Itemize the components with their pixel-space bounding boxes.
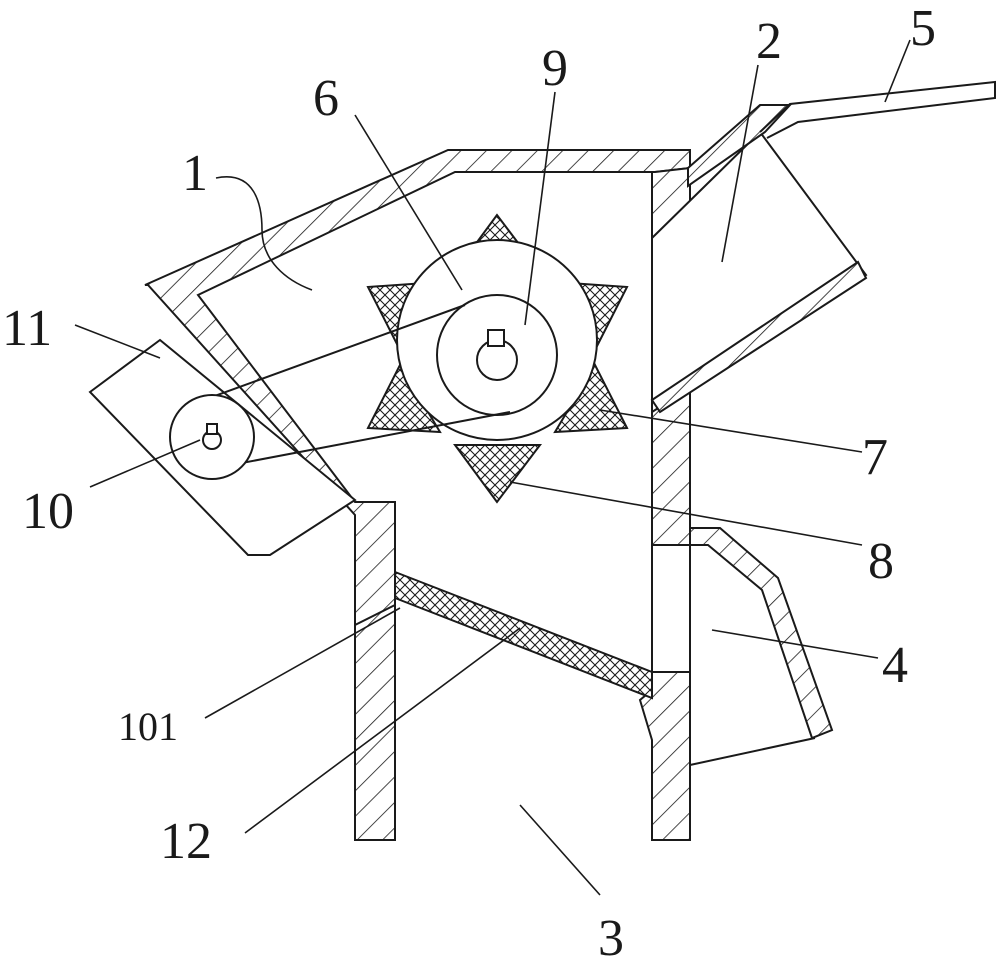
side-duct [651,544,691,673]
screen-plate [394,570,653,700]
leader-lines [74,39,911,896]
shaft-key-small [206,423,218,435]
label-12: 12 [160,813,212,870]
label-4: 4 [882,637,908,694]
screen-support [354,604,396,626]
label-6: 6 [313,70,339,127]
label-9: 9 [542,40,568,97]
drive-belt [189,304,511,471]
feed-plate [759,80,996,139]
label-3: 3 [598,910,624,965]
inlet-chute [651,130,868,414]
left-wall [144,149,691,841]
label-7: 7 [862,429,888,486]
label-8: 8 [868,533,894,590]
label-11: 11 [2,300,52,357]
label-1: 1 [182,145,208,202]
label-2: 2 [756,13,782,70]
label-10: 10 [22,483,74,540]
label-101: 101 [118,704,178,749]
shaft-key-large [487,329,505,347]
side-duct-return [689,737,816,766]
inlet-chute-bottom [650,260,868,414]
label-5: 5 [910,0,936,57]
side-duct-outer [689,527,834,740]
